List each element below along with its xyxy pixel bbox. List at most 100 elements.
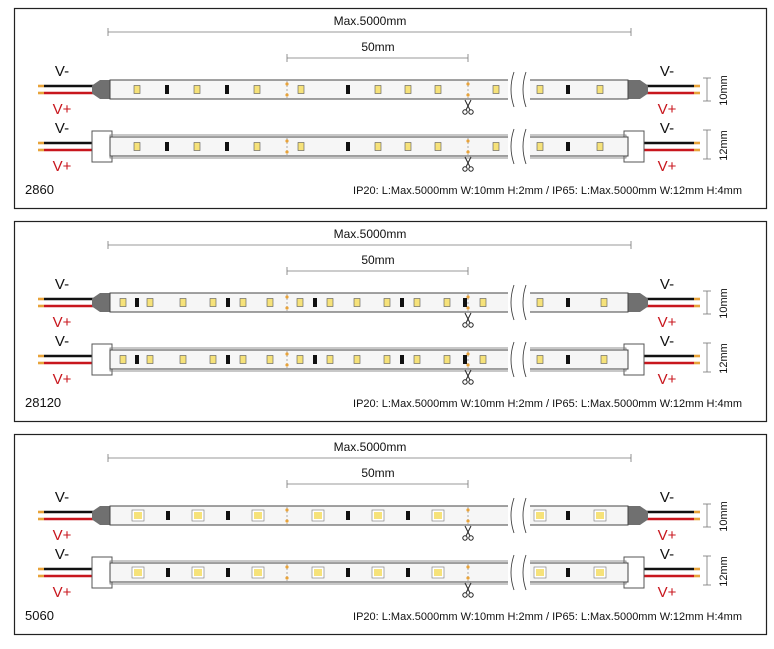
end-cap [628, 506, 648, 525]
scissors-blade [464, 369, 471, 381]
end-cap [91, 556, 113, 589]
led-chip [353, 355, 361, 364]
led-chip-emitter [314, 569, 322, 576]
scissors-handle [462, 592, 468, 598]
resistor [226, 511, 230, 520]
scissors-icon [462, 369, 474, 385]
product-panel: Max.5000mm50mmV-V+V-V+V-V+V-V+10mm12mm28… [13, 7, 768, 210]
cut-length-label: 50mm [361, 40, 394, 54]
panel-frame [13, 433, 768, 636]
led-chip [443, 355, 451, 364]
cut-length-label: 50mm [361, 466, 394, 480]
break-mark [522, 554, 527, 591]
scissors-handle [462, 379, 468, 385]
strip-body [109, 136, 629, 157]
resistor [566, 142, 570, 151]
strip-break-gap [508, 72, 530, 107]
negative-label: V- [660, 546, 674, 563]
negative-label: V- [55, 120, 69, 137]
led-chip-emitter [254, 512, 262, 519]
scissors-handle [468, 166, 474, 172]
led-chip-emitter [434, 512, 442, 519]
solder-pad [466, 519, 470, 523]
resistor [313, 298, 317, 307]
led-chip [536, 298, 544, 307]
strip-break-gap [508, 129, 530, 164]
end-cap [92, 293, 112, 312]
strip-break-gap [508, 285, 530, 320]
led-chip [146, 298, 154, 307]
led-chip-emitter [374, 569, 382, 576]
led-chip-emitter [596, 512, 604, 519]
negative-label: V- [660, 333, 674, 350]
model-label: 5060 [25, 608, 54, 623]
panel-frame [13, 220, 768, 423]
led-chip [326, 355, 334, 364]
scissors-blade [465, 369, 472, 381]
scissors-handle [462, 109, 468, 115]
resistor [400, 355, 404, 364]
scissors-blade [464, 582, 471, 594]
ip65-strip: V-V+V-V+ [38, 546, 700, 601]
ip20-strip: V-V+V-V+ [38, 63, 700, 118]
scissors-blade [464, 156, 471, 168]
break-mark [510, 71, 515, 108]
scissors-handle [468, 322, 474, 328]
ip20-strip: V-V+V-V+ [38, 489, 700, 544]
led-chip [209, 298, 217, 307]
negative-label: V- [55, 333, 69, 350]
model-label: 28120 [25, 395, 61, 410]
strip-body [109, 349, 629, 370]
resistor [165, 142, 169, 151]
resistor [225, 142, 229, 151]
resistor [463, 355, 467, 364]
scissors-handle [468, 592, 474, 598]
solder-pad [285, 93, 289, 97]
break-mark [522, 497, 527, 534]
scissors-blade [465, 312, 472, 324]
scissors-blade [464, 99, 471, 111]
solder-pad [466, 352, 470, 356]
resistor [166, 511, 170, 520]
end-cap [628, 293, 648, 312]
positive-label: V+ [53, 101, 72, 118]
led-chip [374, 142, 382, 151]
positive-label: V+ [658, 371, 677, 388]
break-mark [510, 554, 515, 591]
led-chip [434, 85, 442, 94]
strip-body [109, 562, 629, 583]
solder-pad [466, 82, 470, 86]
led-chip-emitter [434, 569, 442, 576]
led-chip [600, 355, 608, 364]
solder-pad [285, 150, 289, 154]
panel-frame [13, 7, 768, 210]
ip65-strip: V-V+V-V+ [38, 333, 700, 388]
solder-pad [285, 295, 289, 299]
led-chip [296, 355, 304, 364]
scissors-icon [462, 582, 474, 598]
resistor [566, 298, 570, 307]
led-chip [413, 355, 421, 364]
solder-pad [466, 508, 470, 512]
solder-pad [466, 363, 470, 367]
negative-label: V- [55, 63, 69, 80]
led-chip-emitter [536, 569, 544, 576]
resistor [566, 355, 570, 364]
solder-pad [285, 576, 289, 580]
scissors-handle [468, 535, 474, 541]
led-chip [266, 298, 274, 307]
resistor [406, 568, 410, 577]
positive-label: V+ [53, 527, 72, 544]
led-chip-emitter [134, 569, 142, 576]
solder-pad [466, 150, 470, 154]
total-length-label: Max.5000mm [334, 440, 407, 454]
led-chip [179, 355, 187, 364]
led-chip [266, 355, 274, 364]
negative-label: V- [660, 63, 674, 80]
negative-label: V- [660, 276, 674, 293]
solder-pad [285, 352, 289, 356]
led-chip [596, 142, 604, 151]
break-mark [522, 341, 527, 378]
ip65-width-label: 12mm [718, 130, 730, 161]
